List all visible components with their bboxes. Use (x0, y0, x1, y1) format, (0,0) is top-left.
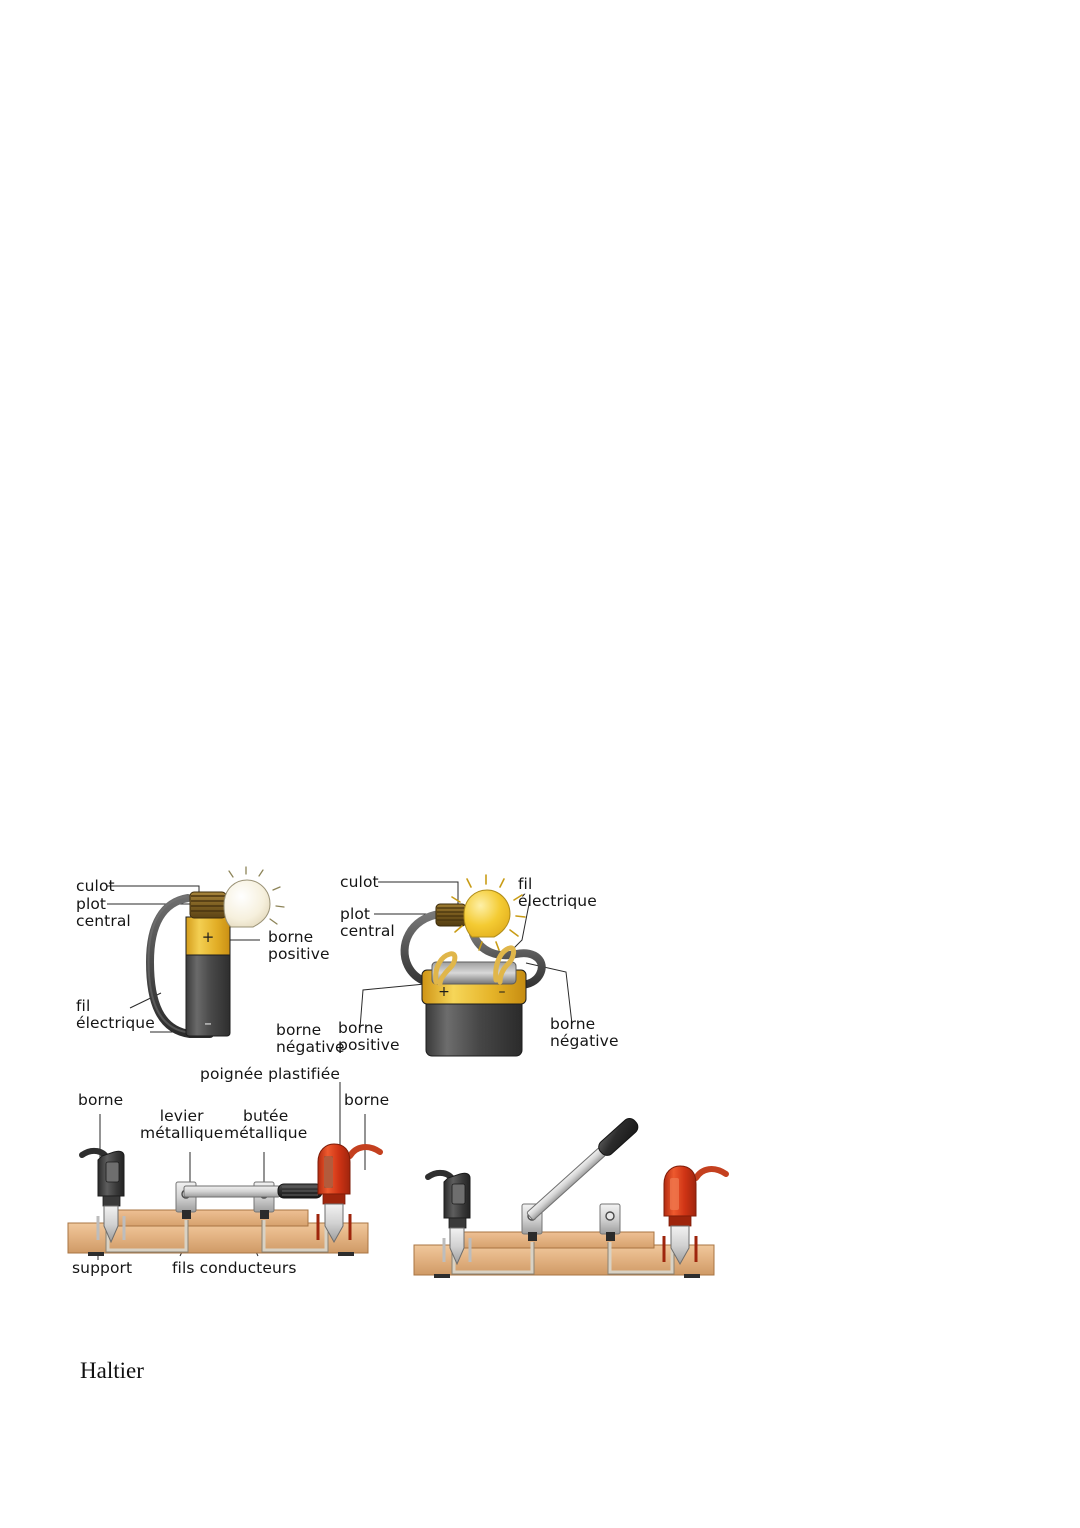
label-fil-electrique-fig1: fil électrique (76, 997, 155, 1032)
label-culot-fig2: culot (340, 873, 379, 891)
figure-switch-raised (408, 1115, 729, 1290)
terminal-red-fig3 (316, 1143, 383, 1244)
bulb-socket-fig2 (435, 903, 467, 927)
bulb-socket-fig1 (189, 891, 227, 919)
terminal-black-fig3 (79, 1147, 126, 1244)
terminal-strap-negative-fig2 (493, 945, 517, 985)
wooden-strip-fig4 (463, 1231, 655, 1249)
label-culot-fig1: culot (76, 877, 115, 895)
battery-bulb-aa-drawing: + – (107, 866, 285, 1038)
battery-minus-symbol-fig1: – (204, 1014, 212, 1032)
figure-switch-labeled: borne poignée plastifiée levier métalliq… (67, 1066, 408, 1290)
switch-raised-drawing (413, 1118, 729, 1278)
battery-minus-symbol-fig2: – (499, 984, 506, 1000)
label-levier-metallique-fig3: levier métallique (140, 1107, 224, 1142)
conductor-wires-outline-fig3 (105, 1220, 329, 1253)
figure-battery-bulb-lantern: + – culot plot central fil électrique bo… (330, 862, 660, 1062)
contact-pad-right-fig3 (260, 1210, 269, 1219)
lever-assembly-fig3 (175, 1181, 323, 1219)
lever-assembly-raised-fig4 (521, 1118, 639, 1241)
terminal-black-fig4 (425, 1169, 472, 1266)
metal-lever-arm-fig3 (183, 1185, 281, 1198)
light-rays-fig1 (228, 866, 285, 925)
conductor-wires-fig4 (452, 1242, 674, 1274)
label-fils-conducteurs-fig3: fils conducteurs (172, 1259, 297, 1277)
label-poignee-plastifiee-fig3: poignée plastifiée (200, 1065, 341, 1083)
label-fil-electrique-fig2: fil électrique (518, 875, 597, 910)
battery-plus-symbol-fig1: + (202, 928, 215, 946)
label-plot-central-fig1: plot central (76, 895, 131, 930)
label-borne-positive-fig1: borne positive (268, 928, 330, 963)
metal-lever-arm-raised-fig4 (526, 1118, 639, 1220)
label-borne-negative-fig1: borne négative (276, 1021, 345, 1056)
foot-right-fig3 (338, 1252, 354, 1256)
contact-pad-right-fig4 (606, 1232, 615, 1241)
battery-plus-symbol-fig2: + (438, 984, 450, 1000)
battery-bulb-lantern-drawing: + – (359, 874, 573, 1057)
foot-left-fig3 (88, 1252, 104, 1256)
plastified-handle-raised-fig4 (598, 1118, 639, 1156)
label-borne-right-fig3: borne (344, 1091, 390, 1109)
foot-left-fig4 (434, 1274, 450, 1278)
label-butee-metallique-fig3: butée métallique (224, 1107, 308, 1142)
light-rays-fig2 (451, 874, 526, 951)
terminal-strap-positive-fig2 (433, 951, 458, 987)
terminal-red-fig4 (662, 1165, 729, 1266)
wire-highlight-fig1 (147, 895, 210, 1034)
switch-labeled-drawing (67, 1082, 383, 1260)
label-support-fig3: support (72, 1259, 133, 1277)
conductor-wires-outline-fig4 (451, 1242, 675, 1275)
contact-pad-left-fig4 (528, 1232, 537, 1241)
label-borne-positive-fig2: borne positive (338, 1019, 400, 1054)
stop-screw-fig4 (605, 1211, 615, 1221)
label-borne-negative-fig2: borne négative (550, 1015, 619, 1050)
label-borne-left-fig3: borne (78, 1091, 124, 1109)
figure-battery-bulb-aa: + – culot plot central borne positive fi… (60, 862, 360, 1062)
bulb-glass-fig1 (223, 879, 271, 928)
foot-right-fig4 (684, 1274, 700, 1278)
conductor-wires-fig3 (106, 1220, 328, 1252)
label-plot-central-fig2: plot central (340, 905, 395, 940)
handle-texture-fig3 (282, 1186, 318, 1196)
contact-pad-left-fig3 (182, 1210, 191, 1219)
page-caption: Haltier (80, 1358, 144, 1383)
wooden-strip-fig3 (117, 1209, 309, 1227)
bulb-glass-fig2 (463, 889, 511, 938)
